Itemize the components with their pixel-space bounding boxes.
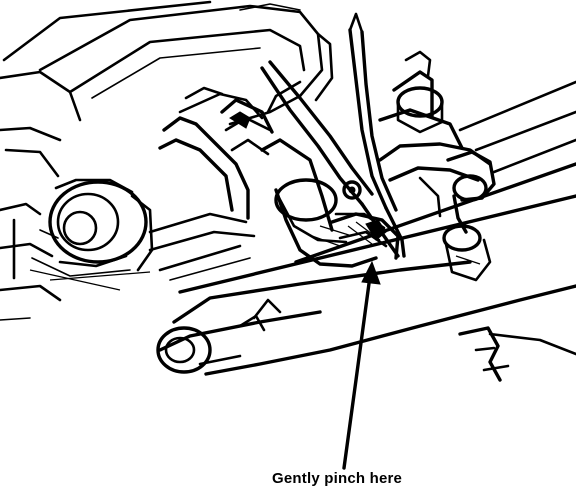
callout-label: Gently pinch here — [272, 470, 403, 487]
round-fitting — [29, 178, 154, 291]
pliers-icon — [260, 12, 406, 258]
lower-cylinder — [156, 260, 576, 376]
hoses-left — [148, 86, 264, 281]
engine-cover — [2, 0, 334, 126]
intake-manifold — [0, 70, 82, 321]
vacuum-valve — [378, 50, 492, 218]
callout-arrow — [342, 260, 381, 470]
frame-rails — [178, 80, 576, 294]
bottom-bracket — [458, 326, 576, 382]
hose-clamp-left — [220, 98, 274, 156]
